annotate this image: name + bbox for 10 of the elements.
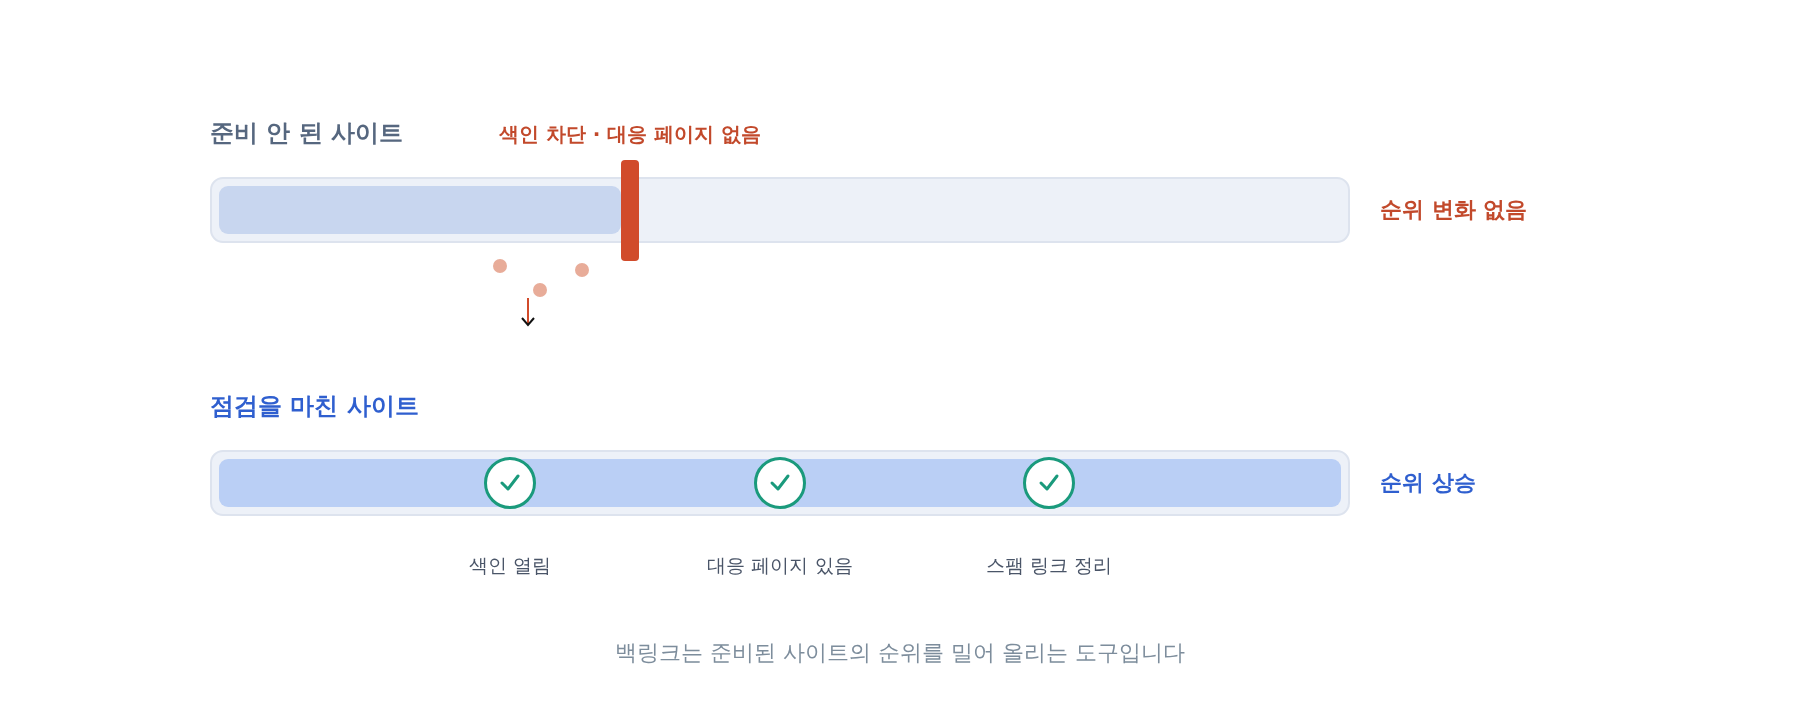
checkpoint-label: 스팸 링크 정리 [985,553,1113,578]
outcome-label: 순위 변화 없음 [1380,196,1528,224]
progress-fill [219,186,621,234]
marker-label: 색인 차단 · 대응 페이지 없음 [498,121,762,147]
section-heading: 준비 안 된 사이트 [210,118,404,148]
section-heading: 점검을 마친 사이트 [210,391,419,421]
checkpoint-label: 대응 페이지 있음 [707,553,853,578]
checkpoint-label: 색인 열림 [469,553,551,578]
outcome-label: 순위 상승 [1380,469,1476,497]
caption-text: 백링크는 준비된 사이트의 순위를 밀어 올리는 도구입니다 [615,640,1185,665]
